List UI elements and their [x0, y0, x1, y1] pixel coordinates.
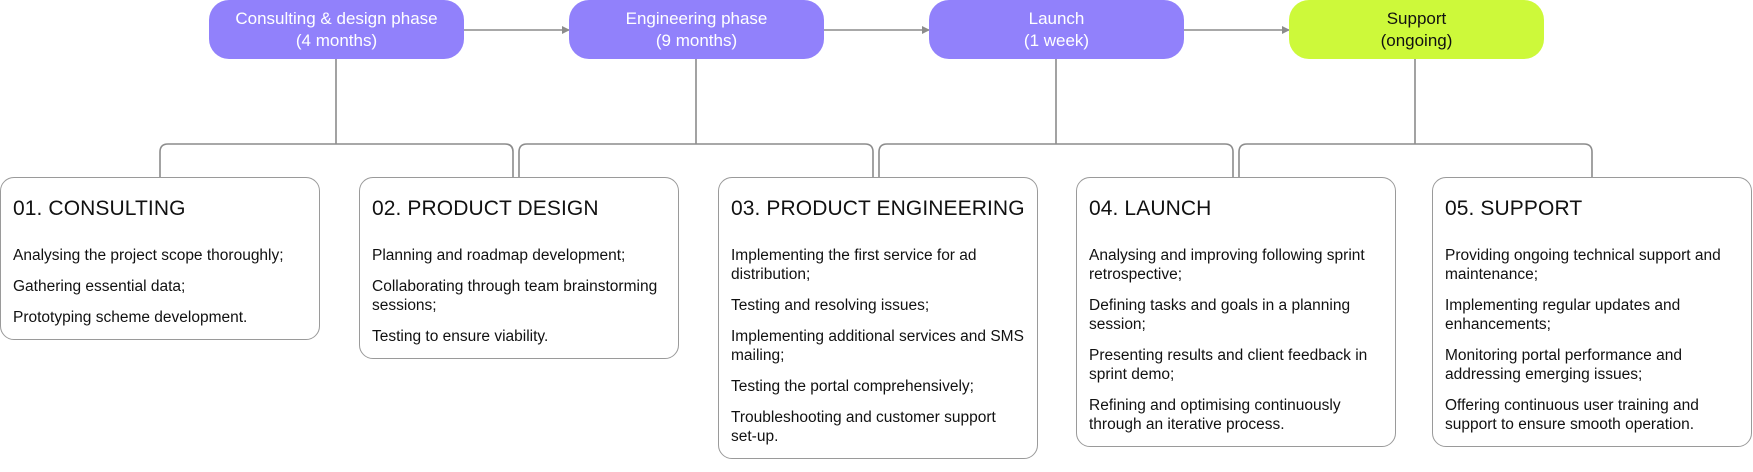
stage-task: Presenting results and client feedback i…: [1089, 346, 1383, 384]
stage-task: Defining tasks and goals in a planning s…: [1089, 296, 1383, 334]
stage-title: 01. CONSULTING: [13, 196, 307, 222]
phase-title: Launch: [1029, 8, 1085, 30]
phase-title: Engineering phase: [626, 8, 768, 30]
stage-card-product-design: 02. PRODUCT DESIGN Planning and roadmap …: [359, 177, 679, 359]
stage-task: Implementing the first service for ad di…: [731, 246, 1025, 284]
phase-duration: (9 months): [656, 30, 737, 52]
stage-task: Monitoring portal performance and addres…: [1445, 346, 1739, 384]
phase-title: Support: [1387, 8, 1447, 30]
stage-task: Implementing regular updates and enhance…: [1445, 296, 1739, 334]
stage-title: 05. SUPPORT: [1445, 196, 1739, 222]
stage-task-list: Analysing the project scope thoroughly; …: [13, 246, 307, 327]
stage-task: Offering continuous user training and su…: [1445, 396, 1739, 434]
phase-engineering: Engineering phase (9 months): [569, 0, 824, 59]
stage-title: 04. LAUNCH: [1089, 196, 1383, 222]
phase-duration: (ongoing): [1381, 30, 1453, 52]
stage-task: Planning and roadmap development;: [372, 246, 666, 265]
stage-task: Analysing and improving following sprint…: [1089, 246, 1383, 284]
stage-task-list: Providing ongoing technical support and …: [1445, 246, 1739, 434]
stage-task: Testing and resolving issues;: [731, 296, 1025, 315]
stage-task: Refining and optimising continuously thr…: [1089, 396, 1383, 434]
phase-launch: Launch (1 week): [929, 0, 1184, 59]
stage-task: Gathering essential data;: [13, 277, 307, 296]
phase-title: Consulting & design phase: [235, 8, 437, 30]
stage-title: 03. PRODUCT ENGINEERING: [731, 196, 1025, 222]
stage-task-list: Analysing and improving following sprint…: [1089, 246, 1383, 434]
stage-task: Providing ongoing technical support and …: [1445, 246, 1739, 284]
stage-card-consulting: 01. CONSULTING Analysing the project sco…: [0, 177, 320, 340]
stage-task: Implementing additional services and SMS…: [731, 327, 1025, 365]
stage-task-list: Planning and roadmap development; Collab…: [372, 246, 666, 346]
stage-task: Testing the portal comprehensively;: [731, 377, 1025, 396]
stage-task: Analysing the project scope thoroughly;: [13, 246, 307, 265]
stage-task: Prototyping scheme development.: [13, 308, 307, 327]
phase-consulting-design: Consulting & design phase (4 months): [209, 0, 464, 59]
stage-card-support: 05. SUPPORT Providing ongoing technical …: [1432, 177, 1752, 447]
stage-task: Testing to ensure viability.: [372, 327, 666, 346]
stage-task-list: Implementing the first service for ad di…: [731, 246, 1025, 446]
stage-task: Collaborating through team brainstorming…: [372, 277, 666, 315]
stage-task: Troubleshooting and customer support set…: [731, 408, 1025, 446]
branch-phase-2: [519, 59, 873, 177]
stage-card-launch: 04. LAUNCH Analysing and improving follo…: [1076, 177, 1396, 447]
branch-phase-1: [160, 59, 513, 177]
phase-duration: (1 week): [1024, 30, 1089, 52]
stage-card-product-engineering: 03. PRODUCT ENGINEERING Implementing the…: [718, 177, 1038, 459]
branch-phase-4: [1239, 59, 1592, 177]
phase-duration: (4 months): [296, 30, 377, 52]
phase-support: Support (ongoing): [1289, 0, 1544, 59]
stage-title: 02. PRODUCT DESIGN: [372, 196, 666, 222]
branch-phase-3: [879, 59, 1233, 177]
